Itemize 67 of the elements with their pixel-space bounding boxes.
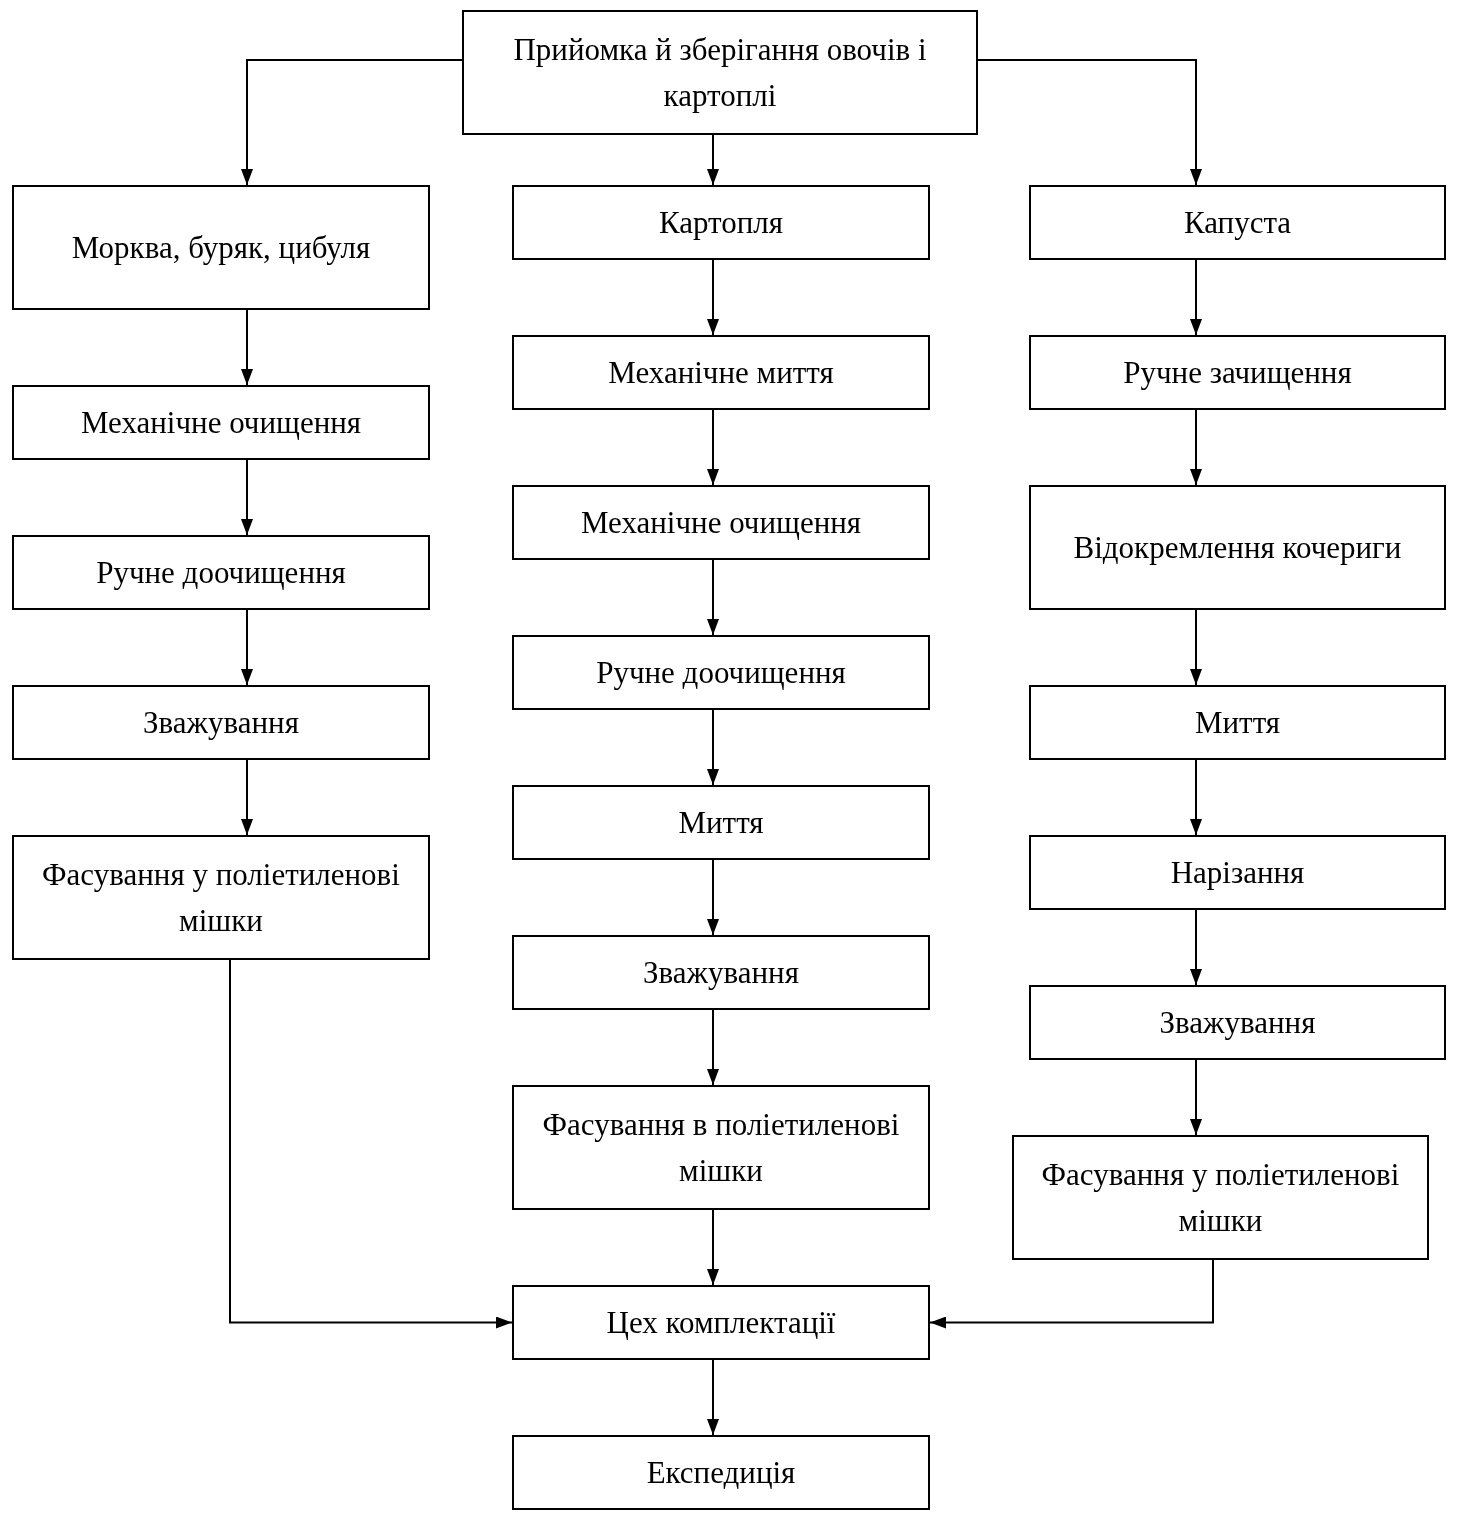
process-box bbox=[512, 635, 930, 710]
arrow bbox=[707, 1209, 719, 1286]
arrow bbox=[1190, 909, 1202, 986]
arrow bbox=[707, 409, 719, 486]
arrow bbox=[707, 559, 719, 636]
step-label: Цех комплектації bbox=[606, 1303, 836, 1342]
arrow bbox=[1190, 759, 1202, 836]
arrow bbox=[1190, 409, 1202, 486]
step-label: Ручне доочищення bbox=[96, 553, 346, 592]
arrow bbox=[241, 609, 253, 686]
step-label: Механічне миття bbox=[608, 353, 834, 392]
process-box bbox=[12, 185, 430, 310]
step-label: Відокремлення кочериги bbox=[1073, 528, 1402, 567]
step-label: Ручне доочищення bbox=[596, 653, 846, 692]
step-label: Морква, буряк, цибуля bbox=[71, 228, 371, 267]
step-label: Нарізання bbox=[1170, 853, 1305, 892]
step-label: Фасування в поліетиленові мішки bbox=[541, 1105, 901, 1190]
arrow bbox=[1190, 1059, 1202, 1136]
process-box bbox=[1029, 685, 1446, 760]
arrow bbox=[977, 59, 1202, 186]
process-box bbox=[1029, 185, 1446, 260]
step-label: Фасування у поліетиленові мішки bbox=[41, 855, 401, 940]
arrow bbox=[241, 459, 253, 536]
arrow bbox=[241, 759, 253, 836]
process-box bbox=[512, 335, 930, 410]
step-label: Фасування у поліетиленові мішки bbox=[1040, 1155, 1401, 1240]
process-box bbox=[512, 1285, 930, 1360]
step-label: Капуста bbox=[1183, 203, 1292, 242]
process-box bbox=[1029, 835, 1446, 910]
arrow bbox=[229, 959, 513, 1329]
step-label: Експедиція bbox=[646, 1453, 796, 1492]
step-label: Зважування bbox=[143, 703, 299, 742]
step-label: Механічне очищення bbox=[580, 503, 862, 542]
process-box bbox=[512, 1085, 930, 1210]
step-label: Механічне очищення bbox=[80, 403, 362, 442]
arrow bbox=[707, 1009, 719, 1086]
process-box bbox=[512, 935, 930, 1010]
process-box bbox=[512, 1435, 930, 1510]
process-box bbox=[1029, 335, 1446, 410]
arrow bbox=[707, 134, 719, 186]
step-label: Миття bbox=[678, 803, 764, 842]
arrow bbox=[707, 709, 719, 786]
process-box bbox=[12, 835, 430, 960]
process-box bbox=[12, 535, 430, 610]
step-label: Зважування bbox=[643, 953, 799, 992]
process-box bbox=[1029, 985, 1446, 1060]
arrow bbox=[241, 309, 253, 386]
step-label: Зважування bbox=[1159, 1003, 1316, 1042]
arrow bbox=[929, 1259, 1214, 1329]
arrow bbox=[707, 859, 719, 936]
arrow bbox=[241, 59, 463, 186]
arrow bbox=[1190, 609, 1202, 686]
process-box bbox=[462, 10, 978, 135]
step-label: Прийомка й зберігання овочів і картоплі bbox=[512, 30, 928, 115]
step-label: Миття bbox=[1194, 703, 1281, 742]
step-label: Картопля bbox=[658, 203, 784, 242]
process-box bbox=[12, 685, 430, 760]
step-label: Ручне зачищення bbox=[1123, 353, 1352, 392]
arrow bbox=[707, 1359, 719, 1436]
process-box bbox=[1012, 1135, 1429, 1260]
process-box bbox=[12, 385, 430, 460]
process-box bbox=[1029, 485, 1446, 610]
arrow bbox=[1190, 259, 1202, 336]
process-box bbox=[512, 485, 930, 560]
process-box bbox=[512, 185, 930, 260]
arrow bbox=[707, 259, 719, 336]
process-box bbox=[512, 785, 930, 860]
